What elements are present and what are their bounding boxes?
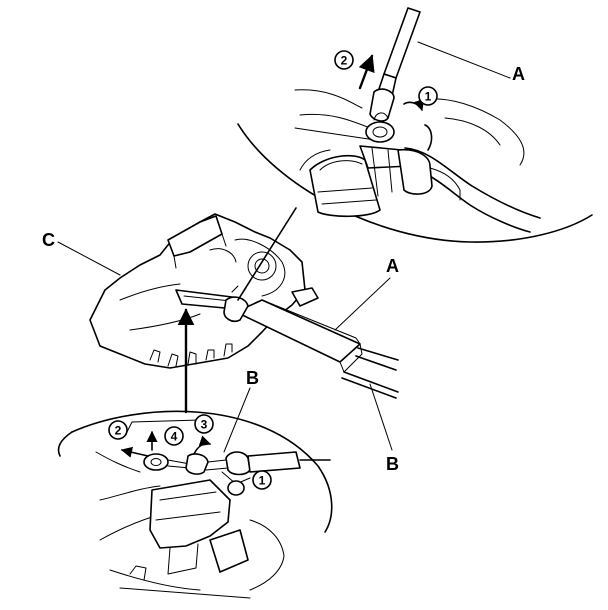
top-step2-number: 2 bbox=[341, 54, 348, 68]
callout-a-mid: A bbox=[386, 256, 399, 276]
leader-b-top bbox=[223, 387, 251, 453]
bottom-step1-number: 1 bbox=[259, 474, 266, 488]
pointer-to-top-detail bbox=[237, 207, 297, 301]
bottom-eyelet bbox=[143, 453, 169, 471]
top-detail-contour bbox=[419, 98, 525, 166]
bottom-cable-b-sleeve bbox=[225, 451, 251, 476]
callout-b-top: B bbox=[246, 368, 259, 388]
part-c-teeth bbox=[149, 343, 233, 367]
top-step1-arrow bbox=[403, 98, 425, 112]
bottom-strip bbox=[119, 565, 251, 599]
top-cable-a bbox=[383, 7, 421, 79]
top-detail-view: 2 1 A bbox=[237, 7, 593, 243]
bottom-step3-arrow bbox=[193, 435, 212, 455]
top-cable-b-collar bbox=[397, 148, 433, 195]
part-c-body bbox=[89, 213, 306, 369]
leader-a-mid bbox=[334, 277, 391, 331]
leader-b-bottom bbox=[369, 383, 393, 451]
bottom-detail-boundary bbox=[71, 410, 333, 533]
main-assembly: C A B bbox=[42, 207, 399, 474]
main-cable-a-end bbox=[355, 347, 399, 371]
bottom-step4-number: 4 bbox=[171, 430, 178, 444]
top-detail-contour bbox=[444, 117, 501, 146]
bottom-bracket bbox=[209, 529, 249, 573]
top-detail-contour bbox=[299, 149, 331, 171]
callout-c: C bbox=[42, 230, 55, 250]
top-step1-circle bbox=[418, 86, 438, 106]
bottom-step2-circle bbox=[108, 420, 128, 440]
bottom-pivot bbox=[227, 480, 245, 496]
bottom-step3-circle bbox=[194, 414, 214, 434]
bottom-detail-view: 2 4 3 1 B bbox=[57, 368, 333, 599]
top-detail-contour bbox=[294, 89, 376, 141]
top-cable-a-sleeve bbox=[369, 88, 395, 122]
part-c-contour bbox=[119, 283, 201, 331]
main-cable-b-wire bbox=[341, 371, 399, 399]
callout-a-top: A bbox=[512, 64, 525, 84]
top-step1-number: 1 bbox=[425, 90, 432, 104]
bottom-step3-number: 3 bbox=[201, 418, 208, 432]
bottom-step1-circle bbox=[252, 470, 272, 490]
leader-a-top bbox=[417, 41, 511, 79]
bottom-step4-circle bbox=[164, 426, 184, 446]
top-cable-b bbox=[404, 147, 541, 219]
top-cable-eyelet bbox=[365, 121, 395, 143]
main-cable-fitting bbox=[223, 296, 249, 323]
leader-c bbox=[57, 241, 121, 276]
top-detail-boundary bbox=[237, 123, 593, 243]
top-step2-circle bbox=[334, 50, 354, 70]
bottom-step2-number: 2 bbox=[115, 424, 122, 438]
callout-b-bottom: B bbox=[386, 454, 399, 474]
bottom-step2-arrow bbox=[120, 446, 149, 458]
bottom-cable-b-end bbox=[185, 453, 209, 475]
bottom-cable-b bbox=[247, 451, 301, 473]
bottom-detail-contour bbox=[95, 451, 161, 501]
top-step2-arrow bbox=[358, 54, 375, 90]
part-c-ear bbox=[291, 287, 319, 307]
bottom-lever bbox=[149, 479, 231, 549]
